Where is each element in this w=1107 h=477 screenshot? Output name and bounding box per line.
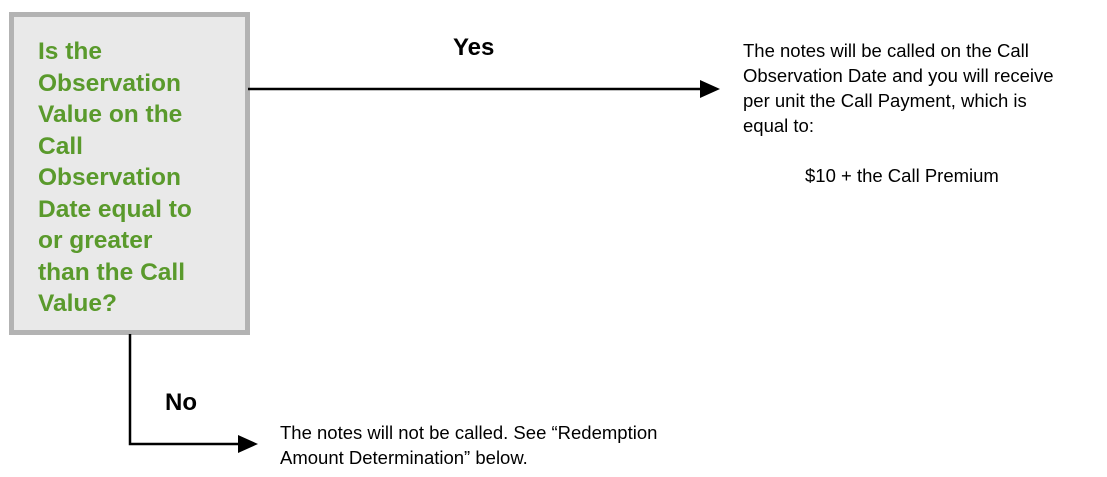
question-line: Observation bbox=[38, 69, 181, 97]
outcome-line: per unit the Call Payment, which is bbox=[743, 90, 1027, 111]
yes-arrowhead-icon bbox=[700, 80, 720, 98]
question-line: Is the bbox=[38, 38, 102, 65]
call-payment-formula: $10 + the Call Premium bbox=[805, 165, 999, 186]
question-line: Value? bbox=[38, 290, 117, 317]
outcome-line: equal to: bbox=[743, 115, 814, 136]
yes-outcome-text: The notes will be called on the Call Obs… bbox=[743, 38, 1103, 138]
question-line: Date equal to bbox=[38, 195, 192, 223]
outcome-line: The notes will not be called. See “Redem… bbox=[280, 422, 658, 443]
question-text: Is the Observation Value on the Call Obs… bbox=[38, 36, 235, 320]
question-line: Observation bbox=[38, 164, 181, 191]
question-line: or greater bbox=[38, 227, 153, 254]
outcome-line: The notes will be called on the Call bbox=[743, 40, 1029, 61]
outcome-line: Observation Date and you will receive bbox=[743, 65, 1054, 86]
outcome-line: Amount Determination” below. bbox=[280, 447, 528, 468]
question-line: Call bbox=[38, 132, 83, 160]
yes-label: Yes bbox=[453, 34, 495, 61]
no-connector-line bbox=[128, 334, 240, 446]
question-line: Value on the bbox=[38, 101, 183, 128]
question-box: Is the Observation Value on the Call Obs… bbox=[9, 12, 250, 335]
no-arrowhead-icon bbox=[238, 435, 258, 453]
no-label: No bbox=[165, 389, 197, 416]
question-line: than the Call bbox=[38, 258, 186, 286]
no-outcome-text: The notes will not be called. See “Redem… bbox=[280, 420, 740, 470]
